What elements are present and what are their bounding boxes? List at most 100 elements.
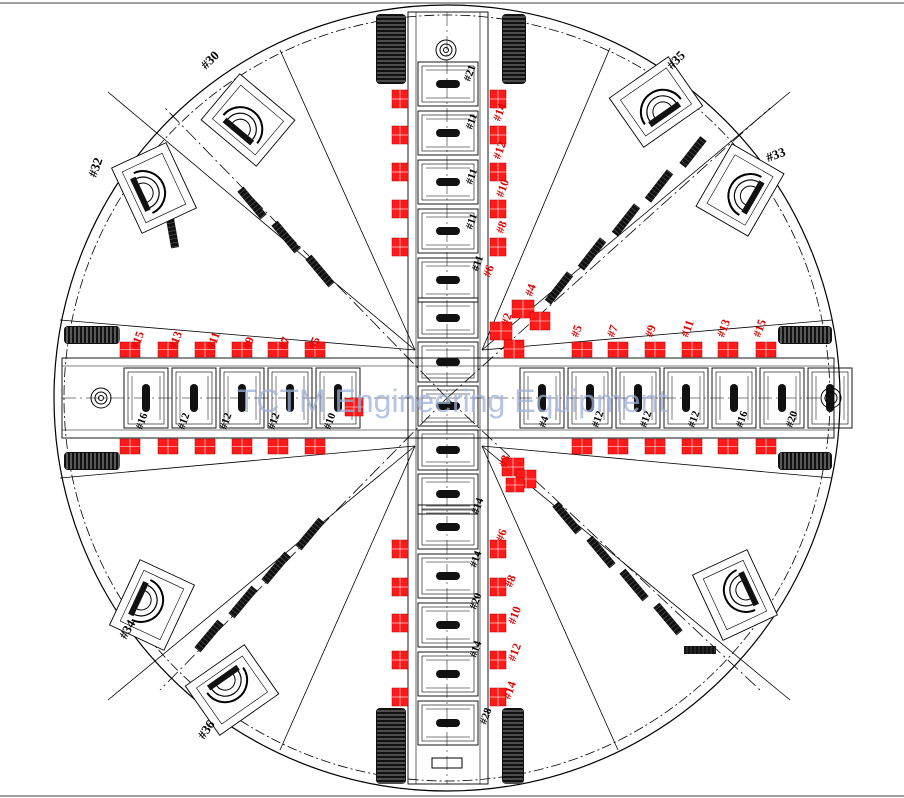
- cutter-module: [417, 257, 479, 303]
- cutter-housing-red: [489, 613, 507, 633]
- cutter-housing-red: [391, 539, 409, 559]
- cutter-housing-red: [503, 339, 525, 359]
- cutter-housing-red: [489, 237, 507, 257]
- cutter-module: [711, 367, 757, 429]
- disc-cutter-bar: [295, 517, 325, 551]
- wheel-tire: [502, 708, 524, 784]
- cutter-number-label: #7: [276, 335, 293, 351]
- cutter-module: [417, 159, 479, 205]
- cutter-housing-red: [511, 299, 535, 319]
- cutter-number-label: #32: [85, 156, 106, 179]
- cutter-housing-red: [644, 341, 666, 358]
- cutter-number-label: #12: [590, 409, 607, 429]
- cutter-number-label: #10: [505, 604, 524, 626]
- cutter-module: [663, 367, 709, 429]
- cutter-housing-red: [571, 341, 593, 358]
- cutter-module: [807, 367, 853, 429]
- disc-cutter-bar: [611, 203, 641, 237]
- cutter-number-label: #11: [464, 212, 481, 231]
- cutter-number-label: #2: [498, 311, 515, 327]
- watermark-text: TCTM Engineering Equipment: [237, 383, 668, 419]
- cutter-number-label: #5: [306, 335, 323, 351]
- disc-cutter-bar: [644, 169, 674, 203]
- cutter-number-label: #20: [784, 409, 801, 429]
- cutter-number-label: #14: [468, 549, 485, 569]
- wheel-tire: [376, 708, 406, 784]
- disc-cutter-bar: [305, 254, 335, 288]
- cutter-number-label: #11: [204, 330, 223, 351]
- gauge-cutter-assembly: [184, 644, 280, 736]
- cutter-module: [417, 61, 479, 107]
- wheel-tire: [502, 14, 526, 84]
- cutter-number-label: #11: [464, 112, 481, 131]
- cutter-number-label: #3: [496, 453, 513, 469]
- wheel-tire: [64, 326, 120, 344]
- cutter-housing-red: [391, 613, 409, 633]
- disc-cutter-bar: [679, 136, 707, 168]
- cutter-number-label: #14: [470, 496, 487, 516]
- cutter-module: [759, 367, 805, 429]
- cutter-housing-red: [489, 577, 507, 597]
- cutter-number-label: #7: [604, 323, 621, 339]
- cutter-housing-red: [119, 341, 141, 358]
- cutter-number-label: #12: [638, 409, 655, 429]
- cutter-number-label: #10: [322, 411, 339, 431]
- cutter-module: [417, 297, 479, 339]
- disc-cutter-bar: [194, 619, 224, 653]
- cutter-number-label: #30: [198, 48, 222, 72]
- cutter-housing-red: [391, 199, 409, 219]
- disc-cutter-bar: [552, 501, 582, 535]
- cutter-module: [417, 700, 479, 746]
- disc-cutter-bar: [586, 535, 616, 569]
- cutter-housing-red: [607, 341, 629, 358]
- gauge-cutter-assembly: [108, 559, 196, 651]
- cutter-module: [171, 367, 217, 429]
- cutter-number-label: #8: [493, 219, 510, 235]
- cutter-housing-red: [119, 438, 141, 455]
- cutter-number-label: #9: [642, 323, 659, 339]
- disc-cutter-bar: [237, 186, 267, 220]
- cutter-module: [417, 341, 479, 383]
- bottom-guide-block: [431, 757, 463, 769]
- cutter-housing-red: [681, 341, 703, 358]
- cutter-housing-red: [489, 687, 507, 707]
- sector-lines: [59, 47, 833, 751]
- cutter-housing-red: [267, 438, 289, 455]
- cutter-number-label: #8: [502, 573, 519, 589]
- cutter-housing-red: [489, 162, 507, 182]
- wheel-tire: [64, 452, 120, 470]
- cutter-module: [567, 367, 613, 429]
- vertical-spoke: [407, 11, 489, 785]
- cutter-module: [417, 504, 479, 550]
- cutter-module: [615, 367, 661, 429]
- cutter-module: [417, 473, 479, 515]
- cutter-number-label: #14: [468, 639, 485, 659]
- gauge-cutter-assembly: [110, 142, 198, 234]
- cutter-number-label: #6: [480, 263, 497, 279]
- cutter-module: [417, 553, 479, 599]
- cutter-module: [519, 367, 565, 429]
- cutter-housing-red: [157, 341, 179, 358]
- cutter-housing-red: [157, 438, 179, 455]
- cutter-number-label: #15: [750, 317, 769, 339]
- cutter-number-label: #13: [714, 317, 733, 339]
- cutter-housing-red: [231, 341, 253, 358]
- cutter-housing-red: [489, 125, 507, 145]
- cutter-number-label: #11: [464, 167, 481, 186]
- gauge-cutter-assembly: [691, 549, 779, 641]
- cutter-number-label: #14: [500, 679, 519, 701]
- cutter-housing-red: [717, 438, 739, 455]
- cutter-number-label: #5: [568, 323, 585, 339]
- cutter-number-label: #20: [468, 591, 485, 611]
- concentric-circles-icon: [90, 39, 842, 409]
- gauge-cutter-assembly: [608, 56, 704, 148]
- cutter-housing-red: [607, 438, 629, 455]
- cutter-housing-red: [194, 438, 216, 455]
- cutter-module: [219, 367, 265, 429]
- cutter-module: [267, 367, 313, 429]
- gauge-cutter-assembly: [695, 143, 785, 237]
- cutter-housing-red: [391, 125, 409, 145]
- cutter-number-label: #13: [166, 329, 185, 351]
